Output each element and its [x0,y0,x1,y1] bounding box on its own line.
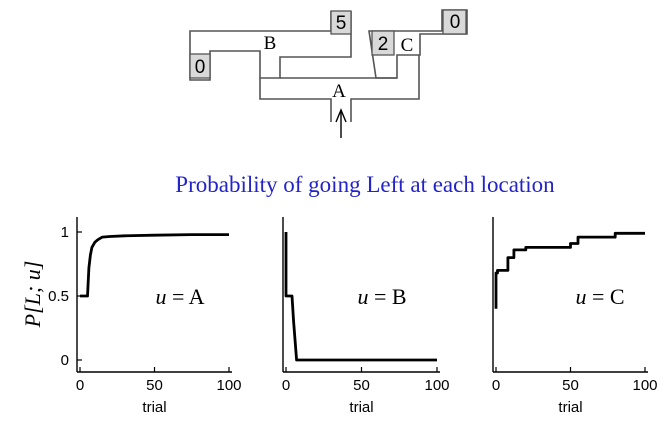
reward-box-far-right [442,9,467,35]
arrow-up-icon [335,108,347,138]
chart-panel-c: 0 50 100 trial u = C [492,217,658,416]
reward-box-b-right [330,10,352,35]
x-axis-label: trial [349,399,373,416]
reward-box-c-left [371,30,395,56]
reward-c-left: 2 [378,34,389,55]
reward-box-far-left [189,53,211,79]
maze-diagram: 0 5 2 0 B C A [189,9,468,138]
series-line [80,233,229,298]
x-axis-label: trial [142,399,166,416]
series-line [284,232,437,362]
y-tick-label: 0.5 [48,288,69,305]
panel-label: u = B [357,284,406,309]
y-axis-label: P[L; u] [20,261,45,329]
label-b: B [264,33,277,54]
x-tick-label: 0 [282,377,290,394]
y-tick-label: 0 [61,352,69,369]
chart-panel-a: 0 50 100 0 0.5 1 trial u = A [48,217,242,416]
x-axis-label: trial [558,399,582,416]
reward-far-left: 0 [195,57,206,78]
x-tick-label: 100 [424,377,449,394]
chart-panel-b: 0 50 100 trial u = B [282,217,450,416]
label-c: C [401,35,414,56]
reward-far-right: 0 [450,12,461,33]
series-line [494,231,645,309]
label-a: A [332,81,346,102]
chart-headline: Probability of going Left at each locati… [175,172,555,197]
y-tick-label: 1 [61,224,69,241]
panel-label: u = C [575,284,624,309]
y-axis-label-text: P[L; u] [20,261,45,329]
maze-center [259,55,420,122]
x-tick-label: 100 [632,377,657,394]
x-tick-label: 0 [492,377,500,394]
x-tick-label: 0 [76,377,84,394]
x-tick-label: 50 [353,377,370,394]
x-tick-label: 50 [562,377,579,394]
panel-label: u = A [155,284,204,309]
x-tick-label: 100 [216,377,241,394]
reward-b-right: 5 [336,13,347,34]
x-tick-label: 50 [146,377,163,394]
